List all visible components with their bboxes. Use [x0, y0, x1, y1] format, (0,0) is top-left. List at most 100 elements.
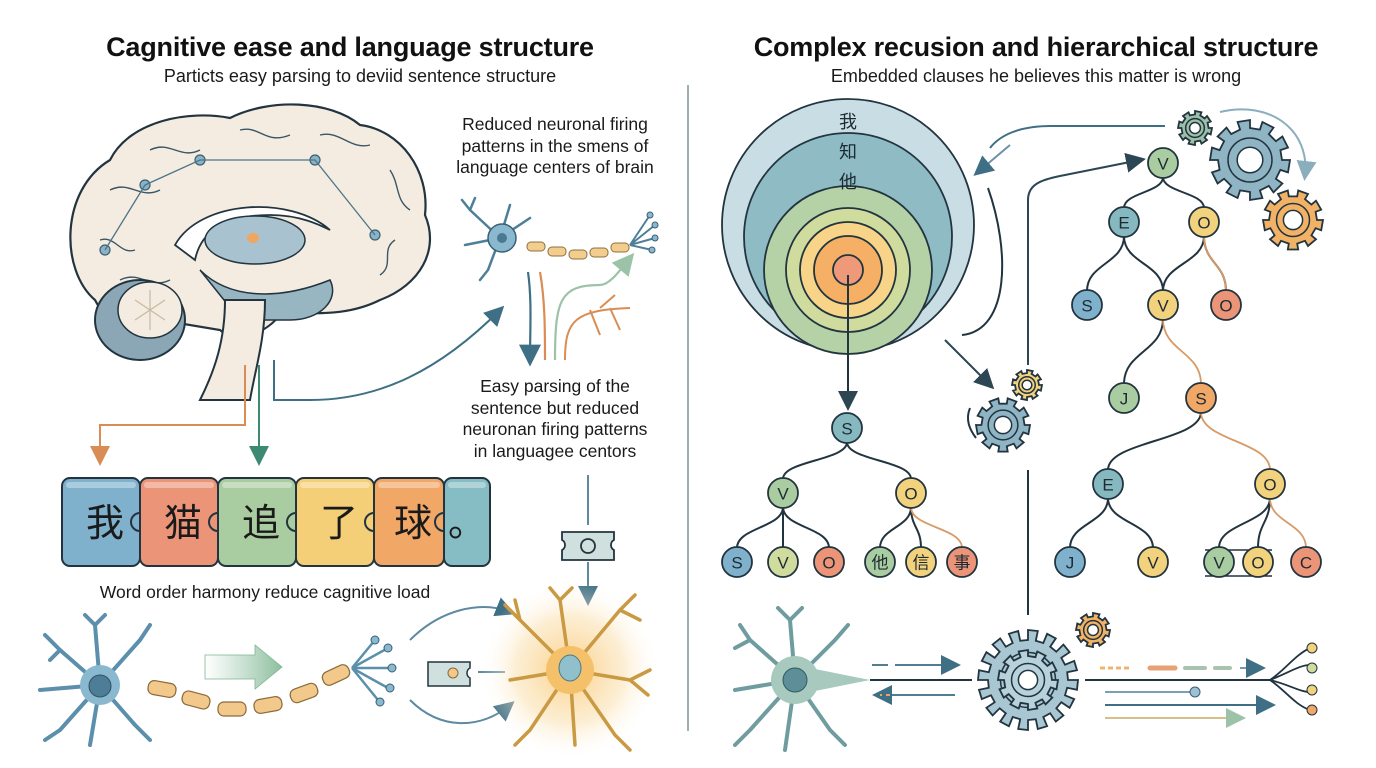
nested-label: 我 — [839, 112, 857, 133]
gear-icon — [1261, 189, 1325, 251]
tree-edge — [782, 441, 848, 480]
gear-icon — [1010, 368, 1044, 402]
caption-line: in languagee centors — [473, 440, 637, 461]
puzzle-char: 球 — [394, 501, 432, 545]
tree-node-circle — [1071, 289, 1103, 321]
gear-hole — [1086, 623, 1100, 637]
puzzle-sentence: 我猫追了球。 — [61, 477, 491, 567]
tree-edge — [1203, 235, 1227, 292]
tree-node-label: S — [1195, 390, 1206, 409]
gear-hole — [1236, 146, 1264, 174]
tree-edge — [1257, 497, 1271, 549]
puzzle-tile-shine — [222, 482, 292, 488]
tree-node-label: J — [1066, 554, 1075, 573]
tree-node-circle — [1185, 382, 1217, 414]
tree-node: S — [1185, 382, 1217, 414]
tree-node-circle — [1147, 289, 1179, 321]
tree-node: V — [767, 477, 799, 509]
gear-icon-inner — [996, 648, 1060, 712]
gear-group — [974, 109, 1325, 731]
tree-node-circle — [721, 546, 753, 578]
gear-icon — [974, 397, 1032, 453]
tree-edge — [1269, 497, 1307, 549]
puzzle-tile: 追 — [217, 477, 306, 567]
tree-node: O — [813, 546, 845, 578]
tree-node: E — [1092, 468, 1124, 500]
tree-node: S — [831, 412, 863, 444]
tree-node-label: O — [1251, 554, 1264, 573]
tree-edge — [910, 506, 963, 549]
tree-node-circle — [946, 546, 978, 578]
tree-edge — [879, 506, 912, 549]
tree-edge — [1123, 235, 1164, 292]
tree-node-circle — [1242, 546, 1274, 578]
gear-icon — [1176, 109, 1214, 147]
puzzle-char: 我 — [86, 501, 124, 545]
tree-edge — [1123, 176, 1164, 209]
left-subtitle: Particts easy parsing to deviid sentence… — [163, 66, 557, 86]
tree-node-circle — [813, 546, 845, 578]
tree-node: J — [1054, 546, 1086, 578]
caption-easy-parsing: Easy parsing of the sentence but reduced… — [430, 376, 680, 462]
tree-node-label: O — [1219, 297, 1232, 316]
tree-node-circle — [1254, 468, 1286, 500]
nested-label: 他 — [839, 172, 857, 193]
gear-hole — [1021, 379, 1033, 391]
tree-node: J — [1108, 382, 1140, 414]
gear-hole — [1188, 121, 1202, 135]
tree-node: V — [767, 546, 799, 578]
brain-icon — [69, 103, 505, 466]
puzzle-tile-shine — [144, 482, 214, 488]
neuron-icon-left — [38, 597, 516, 747]
neuron-icon-glowing — [480, 580, 660, 760]
tree-node-label: V — [1157, 155, 1169, 174]
tree-node-label: E — [1102, 476, 1113, 495]
puzzle-tile: 球 — [373, 477, 454, 567]
tree-node-circle — [1290, 546, 1322, 578]
left-title: Cagnitive ease and language structure — [106, 32, 594, 62]
tree-node-circle — [767, 546, 799, 578]
puzzle-tile-shine — [448, 482, 486, 488]
gear-hole — [1017, 669, 1039, 691]
puzzle-tile: 。 — [443, 477, 491, 567]
neuron-icon-right — [733, 606, 1318, 752]
right-title: Complex recusion and hierarchical struct… — [753, 32, 1319, 62]
tree-node: 事 — [946, 546, 978, 578]
tree-edges — [736, 176, 1307, 577]
tree-node-label: V — [1157, 297, 1169, 316]
gear-ring — [1227, 137, 1273, 183]
tree-node: O — [1188, 206, 1220, 238]
tree-node-circle — [1092, 468, 1124, 500]
gear-ring — [1018, 376, 1036, 394]
caption-line: language centers of brain — [456, 157, 654, 177]
gear-hole — [993, 415, 1013, 435]
tree-node-label: S — [731, 554, 742, 573]
tree-node-circle — [1147, 147, 1179, 179]
puzzle-char: 猫 — [164, 501, 202, 545]
puzzle-tile-shine — [378, 482, 440, 488]
tree-node-circle — [1054, 546, 1086, 578]
tree-edge — [1200, 411, 1271, 471]
tree-edge — [1162, 235, 1205, 292]
tree-node-label: 他 — [872, 554, 889, 573]
tree-node: O — [1210, 289, 1242, 321]
caption-reduced-firing: Reduced neuronal firing patterns in the … — [430, 114, 680, 179]
caption-line: Easy parsing of the — [480, 376, 630, 396]
tree-node-label: O — [822, 554, 835, 573]
tree-node-label: O — [904, 485, 917, 504]
puzzle-tile: 我 — [61, 477, 150, 567]
puzzle-tile-shine — [300, 482, 370, 488]
nested-label: 知 — [839, 142, 857, 163]
tree-node-label: V — [1147, 554, 1159, 573]
recursion-arrows — [838, 108, 1317, 615]
tree-node: O — [1242, 546, 1274, 578]
gear-ring — [1184, 117, 1206, 139]
puzzle-tile: 了 — [295, 477, 384, 567]
tree-node: E — [1108, 206, 1140, 238]
puzzle-char: 。 — [448, 501, 486, 545]
gear-ring — [987, 409, 1019, 441]
gear-ring — [1275, 202, 1311, 238]
neuron-icon-top — [460, 196, 659, 367]
tree-node-circle — [1203, 546, 1235, 578]
panel-divider — [687, 85, 689, 731]
